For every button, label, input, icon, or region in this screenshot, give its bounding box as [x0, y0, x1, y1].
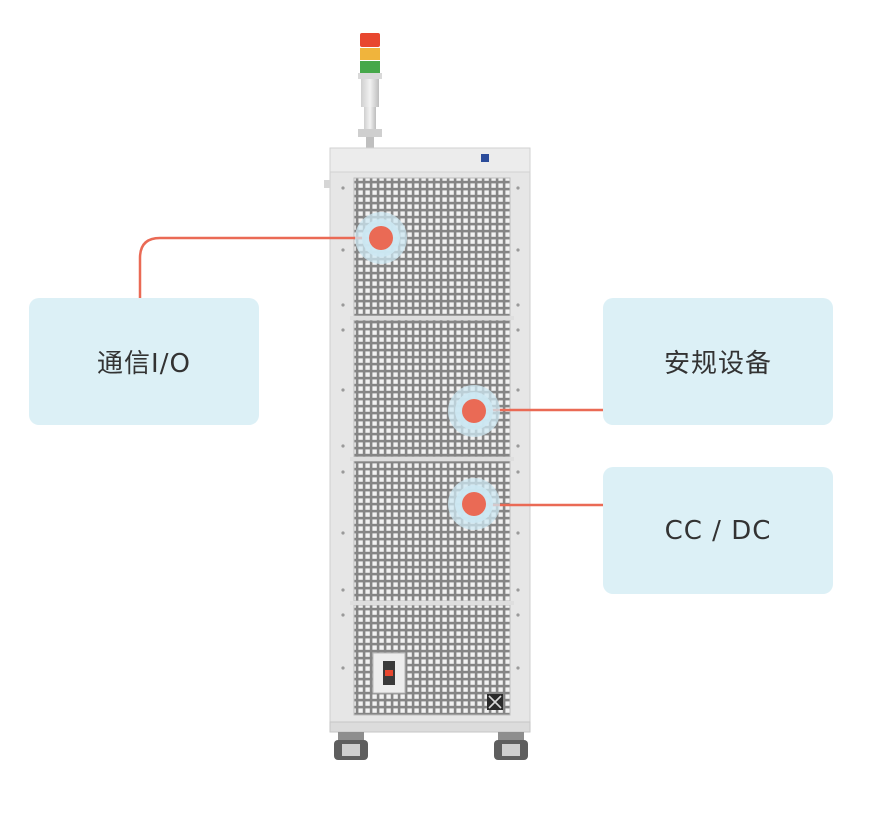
callout-safety[interactable]: 安规设备 — [603, 298, 833, 425]
signal-tower — [358, 33, 382, 149]
hotspot-io[interactable] — [355, 212, 407, 264]
callout-ccdc-label: CC / DC — [664, 515, 772, 546]
caster-right — [494, 732, 528, 760]
cabinet — [324, 147, 531, 733]
tower-lamp-yellow — [360, 48, 380, 60]
connector-line-io — [138, 236, 381, 298]
callout-ccdc[interactable]: CC / DC — [603, 467, 833, 594]
warning-label — [487, 694, 503, 710]
brand-badge — [481, 154, 489, 162]
tower-lamp-green — [360, 61, 380, 73]
power-switch — [372, 652, 406, 694]
callout-io-label: 通信I/O — [97, 349, 191, 379]
callout-safety-label: 安规设备 — [663, 349, 772, 379]
tower-lamp-red — [360, 33, 380, 47]
hotspot-ccdc[interactable] — [448, 478, 500, 530]
caster-left — [334, 732, 368, 760]
callout-io[interactable]: 通信I/O — [29, 298, 259, 425]
hotspot-safety[interactable] — [448, 385, 500, 437]
